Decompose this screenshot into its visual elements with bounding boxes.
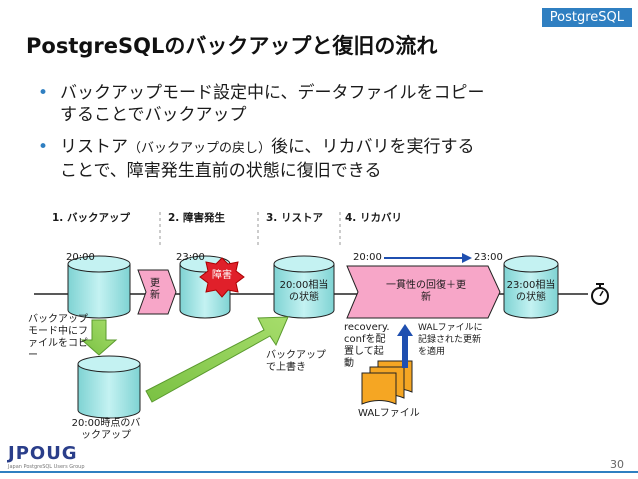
restore-arrow <box>145 316 289 403</box>
wal-apply-arrow <box>397 324 413 368</box>
copy-down-arrow <box>80 319 118 356</box>
logo-text: JPOUG <box>8 443 78 464</box>
recovery-conf-note: recovery.confを配置して起動 <box>344 322 390 369</box>
stopwatch-icon <box>591 283 609 305</box>
bullet-2-line1: リストア（バックアップの戻し）後に、リカバリを実行する <box>60 136 638 160</box>
snapshot-note: 20:00時点のバックアップ <box>71 418 141 441</box>
phase-restore: 3. リストア <box>266 212 323 224</box>
phase-backup: 1. バックアップ <box>52 212 130 224</box>
phase-recovery: 4. リカバリ <box>345 212 402 224</box>
bullet-2-text-c: 後に、リカバリを実行する <box>271 137 475 157</box>
bullet-dot: • <box>38 137 49 157</box>
logo-subtext: Japan PostgreSQL Users Group <box>8 464 85 470</box>
phase-failure: 2. 障害発生 <box>168 212 225 224</box>
backup-mode-note: バックアップモード中にファイルをコピー <box>28 314 88 361</box>
state-2000-label: 20:00相当の状態 <box>279 280 329 303</box>
bullet-dot: • <box>38 83 49 103</box>
recovery-label: 一貫性の回復＋更新 <box>386 280 466 303</box>
wal-apply-note: WALファイルに記録された更新を適用 <box>418 323 483 357</box>
failure-label: 障害 <box>212 270 232 281</box>
db-cylinder-final <box>503 255 559 319</box>
time-label: 20:00 <box>353 252 382 263</box>
bullet-1-line2: することでバックアップ <box>60 105 247 125</box>
bullet-1: • バックアップモード設定中に、データファイルをコピー することでバックアップ <box>38 82 638 126</box>
jpoug-logo: JPOUG Japan PostgreSQL Users Group <box>8 443 85 470</box>
db-cylinder-backup <box>67 255 131 319</box>
overwrite-note: バックアップで上書き <box>266 350 326 373</box>
update-arrow-box <box>137 269 177 315</box>
bullet-2-text-a: リストア <box>60 137 128 157</box>
recovery-arrow-box <box>346 265 501 319</box>
bullet-2-text-b: （バックアップの戻し） <box>128 141 272 156</box>
time-span-arrow <box>384 253 472 263</box>
failure-burst <box>199 257 245 298</box>
update-label: 更新 <box>150 278 160 301</box>
db-cylinder-snapshot <box>77 355 141 419</box>
time-label: 20:00 <box>66 252 95 263</box>
time-label: 23:00 <box>176 252 205 263</box>
wal-file-icon <box>361 360 413 405</box>
bullet-2: • リストア（バックアップの戻し）後に、リカバリを実行する ことで、障害発生直前… <box>38 136 638 182</box>
page-title: PostgreSQLのバックアップと復旧の流れ <box>26 34 438 58</box>
time-label: 23:00 <box>474 252 503 263</box>
bullet-1-line1: バックアップモード設定中に、データファイルをコピー <box>60 83 485 103</box>
state-2300-label: 23:00相当の状態 <box>506 280 556 303</box>
wal-file-label: WALファイル <box>358 408 420 419</box>
page-number: 30 <box>610 458 624 471</box>
section-tag: PostgreSQL <box>541 8 632 27</box>
db-cylinder-restored <box>273 255 335 319</box>
bullet-2-line2: ことで、障害発生直前の状態に復旧できる <box>60 161 382 181</box>
